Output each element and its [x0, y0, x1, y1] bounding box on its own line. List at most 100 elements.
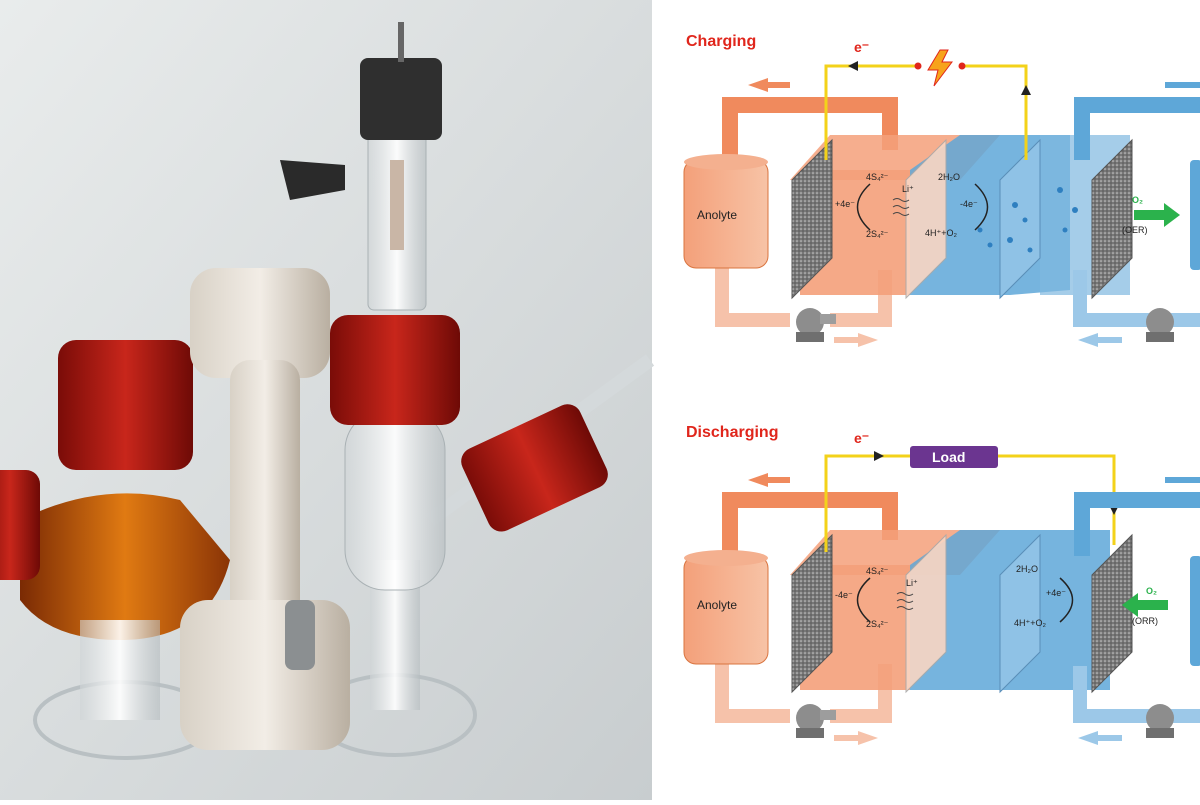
anolyte-label-d: Anolyte — [697, 598, 737, 612]
oxygen-bubbles — [977, 187, 1078, 253]
flow-arrow-right — [858, 333, 878, 347]
anolyte-pipe-top — [722, 97, 898, 160]
discharging-gas-label: O₂ — [1146, 586, 1157, 596]
flow-arrow-right-shaft — [834, 337, 858, 343]
terminal-right — [958, 62, 966, 70]
clamp-arm — [230, 360, 300, 630]
pump-icon — [796, 308, 836, 342]
anolyte-pipe-bottom-d — [715, 660, 790, 723]
anolyte-tank-top-d — [684, 550, 768, 566]
anolyte-tank-top — [684, 154, 768, 170]
stopcock-knob — [280, 160, 345, 200]
discharging-lithium-label: Li⁺ — [906, 578, 918, 588]
catholyte-pipe-top — [1074, 97, 1200, 160]
red-cap-far-left — [0, 470, 40, 580]
o2-out-arrow — [1134, 210, 1164, 220]
charging-title: Charging — [686, 33, 756, 50]
separator-membrane-d — [905, 533, 947, 694]
lightning-bolt-icon — [927, 49, 953, 87]
anode-electrode-d — [791, 533, 833, 694]
black-cap — [360, 58, 442, 140]
discharging-reaction-label: (ORR) — [1132, 616, 1158, 626]
metal-pin — [285, 600, 315, 670]
air-electrode — [1091, 138, 1133, 300]
charging-reaction-label: (OER) — [1122, 225, 1148, 235]
catholyte-pipe-top-d — [1074, 492, 1200, 556]
terminal-left — [914, 62, 922, 70]
flow-arrow-left-d — [748, 473, 768, 487]
flow-arrow-left — [748, 78, 768, 92]
anode-electrode — [791, 138, 833, 300]
catholyte-return-shaft-d — [1098, 735, 1122, 741]
catholyte-tank-edge-d — [1190, 556, 1200, 666]
discharging-electron-label: e⁻ — [854, 430, 869, 446]
flow-arrow-right-shaft-d — [834, 735, 858, 741]
charging-cathode-electrons: -4e⁻ — [960, 199, 978, 209]
charging-anode-bottom: 2S₄²⁻ — [866, 229, 889, 239]
discharging-cathode-electrons: +4e⁻ — [1046, 588, 1066, 598]
charging-cathode-bottom: 4H⁺+O₂ — [925, 228, 958, 238]
glass-chamber-right — [344, 409, 446, 591]
ion-wave-lines-d — [896, 592, 914, 610]
catholyte-return-arrow-d — [1078, 731, 1098, 745]
charging-cathode-top: 2H₂O — [938, 172, 960, 182]
o2-in-arrowhead — [1122, 593, 1138, 617]
charging-lithium-label: Li⁺ — [902, 184, 914, 194]
anolyte-pipe-bottom — [715, 265, 790, 327]
amber-solution-chamber — [20, 493, 230, 640]
pump-icon-right-d — [1146, 704, 1174, 738]
load-box — [910, 446, 998, 468]
catholyte-return-shaft — [1098, 337, 1122, 343]
electrode-wire — [398, 22, 404, 62]
discharging-anode-arc — [856, 577, 871, 623]
o2-out-arrowhead — [1164, 203, 1180, 227]
clamp-base — [180, 600, 350, 750]
discharging-anode-electrons: -4e⁻ — [835, 590, 853, 600]
electrochemical-cell-photo — [0, 0, 655, 800]
discharging-cathode-top: 2H₂O — [1016, 564, 1038, 574]
discharging-diagram: Discharging Anolyte Load e⁻ 4S₄²⁻ -4e — [683, 424, 1200, 745]
charging-electron-label: e⁻ — [854, 39, 869, 55]
current-arrow-charging — [1021, 85, 1031, 95]
charging-anode-top: 4S₄²⁻ — [866, 172, 889, 182]
flow-arrow-left-shaft — [768, 82, 790, 88]
discharging-cathode-arc — [1059, 577, 1074, 623]
anolyte-label: Anolyte — [697, 208, 737, 222]
red-cap-right — [461, 404, 608, 532]
anolyte-pipe-top-d — [722, 492, 898, 560]
charging-gas-label: O₂ — [1132, 195, 1143, 205]
load-label: Load — [932, 449, 965, 465]
discharging-anode-top: 4S₄²⁻ — [866, 566, 889, 576]
red-cap-center — [330, 315, 460, 425]
charging-wire-right — [962, 64, 1028, 160]
electron-arrow-charging — [848, 61, 858, 71]
charging-anode-arc — [856, 183, 871, 231]
separator-membrane — [905, 138, 947, 300]
discharging-wire-right — [998, 454, 1116, 545]
ion-wave-lines — [892, 198, 910, 216]
catholyte-tank-edge — [1190, 160, 1200, 270]
catholyte-electrode-d — [999, 533, 1041, 694]
pump-icon-d — [796, 704, 836, 738]
discharging-anode-bottom: 2S₄²⁻ — [866, 619, 889, 629]
charging-diagram: Charging Anolyte — [683, 33, 1200, 347]
electron-arrow-discharging — [874, 451, 884, 461]
o2-in-arrow — [1138, 600, 1168, 610]
glass-stem-left — [80, 620, 160, 720]
charging-anode-electrons: +4e⁻ — [835, 199, 855, 209]
pump-icon-right — [1146, 308, 1174, 342]
catholyte-flow-arrow — [1165, 82, 1200, 88]
charging-wire-left — [824, 64, 918, 160]
charging-cathode-arc — [974, 183, 989, 231]
flow-arrow-left-shaft-d — [768, 477, 790, 483]
discharging-title: Discharging — [686, 424, 778, 441]
red-cap-left — [58, 340, 193, 470]
catholyte-return-arrow — [1078, 333, 1098, 347]
catholyte-flow-arrow-d — [1165, 477, 1200, 483]
air-electrode-d — [1091, 533, 1133, 694]
electrode-frit — [390, 160, 404, 250]
discharging-cathode-bottom: 4H⁺+O₂ — [1014, 618, 1047, 628]
clamp-top — [190, 268, 330, 378]
flow-arrow-right-d — [858, 731, 878, 745]
